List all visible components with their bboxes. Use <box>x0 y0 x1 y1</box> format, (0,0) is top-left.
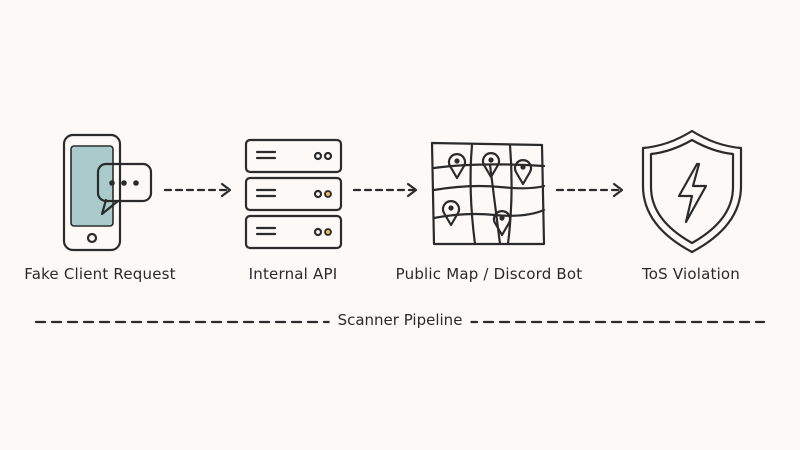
server-stack-icon <box>244 138 343 250</box>
map-pin <box>492 210 512 237</box>
map-pin <box>441 200 461 227</box>
node-label-tos: ToS Violation <box>641 265 741 283</box>
map-pin <box>481 152 501 179</box>
node-label-map: Public Map / Discord Bot <box>395 265 583 283</box>
node-label-api: Internal API <box>248 265 338 283</box>
smartphone-chat-icon <box>62 133 153 252</box>
arrow-client-to-api <box>163 182 232 198</box>
map-pin <box>513 159 533 186</box>
arrow-map-to-tos <box>555 182 624 198</box>
shield-lightning-icon <box>641 129 743 254</box>
map-pin <box>447 153 467 180</box>
node-label-client: Fake Client Request <box>24 265 176 283</box>
pipeline-label: Scanner Pipeline <box>329 311 471 329</box>
arrow-api-to-map <box>352 182 418 198</box>
map-pins-icon <box>430 141 546 246</box>
